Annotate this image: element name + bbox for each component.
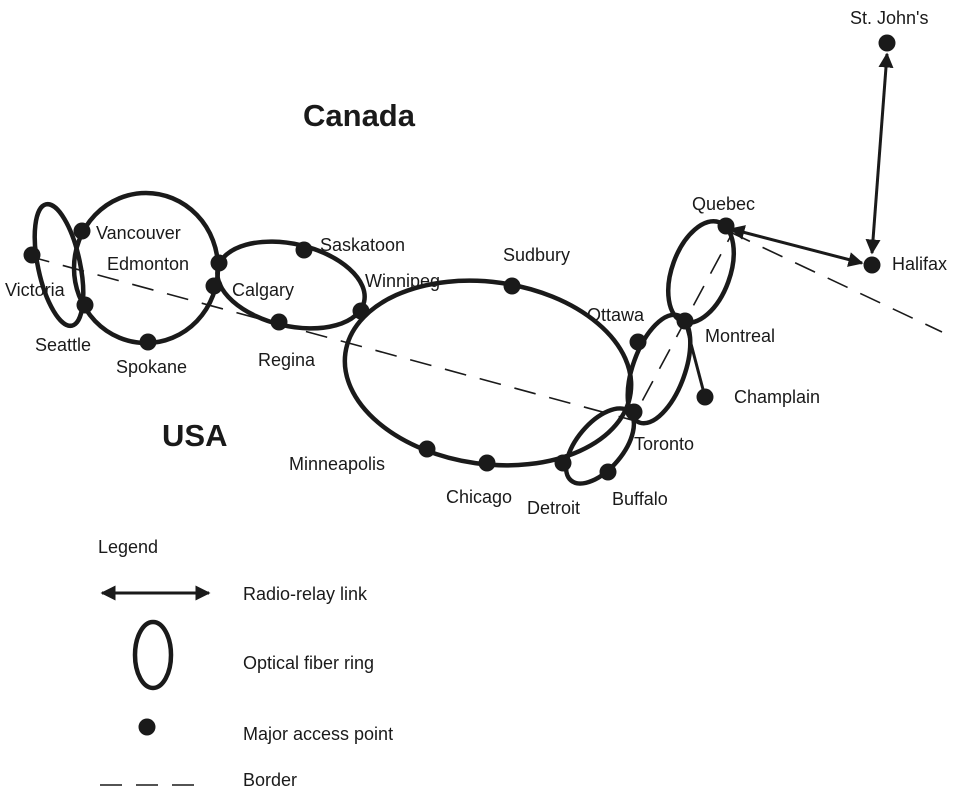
node-winnipeg (352, 302, 370, 320)
legend-border-label: Border (243, 770, 297, 790)
city-label-victoria: Victoria (5, 280, 66, 300)
city-label-seattle: Seattle (35, 335, 91, 355)
legend-access-point-label: Major access point (243, 724, 393, 744)
city-label-chicago: Chicago (446, 487, 512, 507)
city-label-ottawa: Ottawa (587, 305, 645, 325)
node-minneapolis (418, 440, 436, 458)
city-label-champlain: Champlain (734, 387, 820, 407)
node-chicago (478, 454, 496, 472)
node-ottawa (629, 333, 647, 351)
country-label-usa: USA (162, 418, 227, 453)
node-edmonton (210, 254, 228, 272)
node-spokane (139, 333, 157, 351)
legend-fiber-ring-label: Optical fiber ring (243, 653, 374, 673)
node-champlain (696, 388, 714, 406)
city-label-detroit: Detroit (527, 498, 580, 518)
ring-winnipeg-toronto (342, 278, 634, 468)
city-label-sudbury: Sudbury (503, 245, 570, 265)
node-toronto (625, 403, 643, 421)
city-label-saskatoon: Saskatoon (320, 235, 405, 255)
city-label-halifax: Halifax (892, 254, 947, 274)
node-saskatoon (295, 241, 313, 259)
city-label-toronto: Toronto (634, 434, 694, 454)
city-label-spokane: Spokane (116, 357, 187, 377)
node-halifax (863, 256, 881, 274)
ring-victoria-seattle (32, 201, 86, 329)
legend-title: Legend (98, 537, 158, 557)
city-label-winnipeg: Winnipeg (365, 271, 440, 291)
node-sudbury (503, 277, 521, 295)
node-vancouver (73, 222, 91, 240)
city-label-quebec: Quebec (692, 194, 755, 214)
legend-fiber-ring-icon (132, 619, 174, 691)
radio-link-quebec-halifax (729, 225, 864, 267)
city-label-edmonton: Edmonton (107, 254, 189, 274)
legend-radio-relay-label: Radio-relay link (243, 584, 368, 604)
city-label-vancouver: Vancouver (96, 223, 181, 243)
national-border-east (729, 231, 943, 333)
legend: Legend Radio-relay link Optical fiber ri… (98, 537, 393, 790)
ring-toronto-montreal (625, 312, 693, 426)
city-label-st-johns: St. John's (850, 8, 928, 28)
node-seattle (76, 296, 94, 314)
city-label-buffalo: Buffalo (612, 489, 668, 509)
radio-link-halifax-stjohns (865, 52, 894, 255)
node-regina (270, 313, 288, 331)
node-detroit (554, 454, 572, 472)
city-label-montreal: Montreal (705, 326, 775, 346)
country-label-canada: Canada (303, 98, 416, 133)
node-st-johns (878, 34, 896, 52)
spur-montreal-champlain (683, 320, 707, 398)
city-label-calgary: Calgary (232, 280, 294, 300)
node-victoria (23, 246, 41, 264)
node-montreal (676, 312, 694, 330)
city-label-regina: Regina (258, 350, 316, 370)
node-quebec (717, 217, 735, 235)
legend-access-point-icon (138, 718, 156, 736)
node-calgary (205, 277, 223, 295)
node-buffalo (599, 463, 617, 481)
city-label-minneapolis: Minneapolis (289, 454, 385, 474)
